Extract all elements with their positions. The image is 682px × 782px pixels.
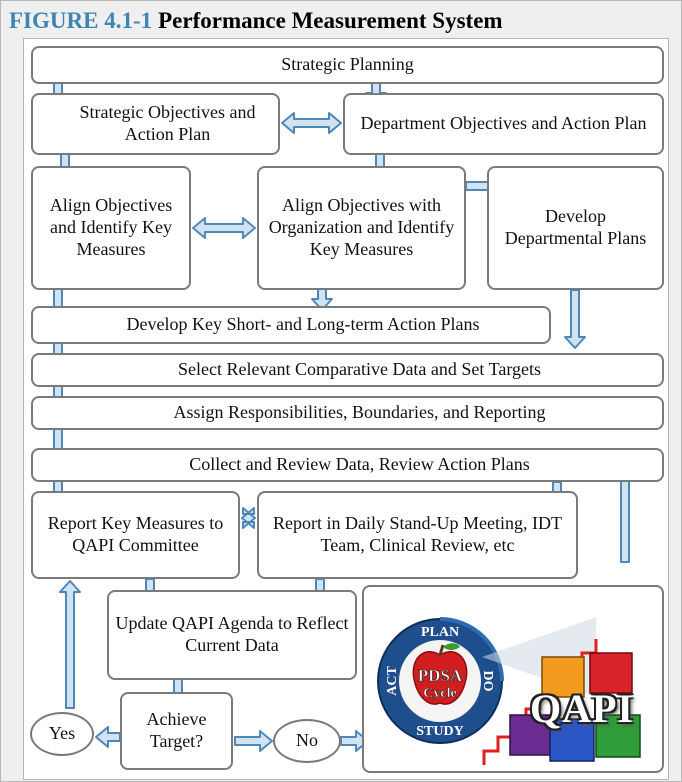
apple-icon [412, 650, 468, 705]
arrow-departmental-down [564, 289, 586, 349]
node-report-standup: Report in Daily Stand-Up Meeting, IDT Te… [257, 491, 578, 579]
node-assign-responsibilities: Assign Responsibilities, Boundaries, and… [31, 396, 664, 430]
cubes [509, 652, 641, 762]
node-align-organization: Align Objectives with Organization and I… [257, 166, 466, 290]
node-yes: Yes [30, 712, 94, 756]
arrow-yes-to-report [59, 580, 81, 709]
node-update-agenda: Update QAPI Agenda to Reflect Current Da… [107, 590, 357, 680]
figure-title: FIGURE 4.1-1 Performance Measurement Sys… [9, 5, 503, 37]
cube-green [595, 714, 641, 758]
node-collect-review: Collect and Review Data, Review Action P… [31, 448, 664, 482]
node-department-objectives: Department Objectives and Action Plan [343, 93, 664, 155]
node-align-objectives: Align Objectives and Identify Key Measur… [31, 166, 191, 290]
arrow-achieve-to-no [234, 730, 273, 752]
pdsa-qapi-graphic: PLAN DO STUDY ACT PDSA Cycle [377, 617, 641, 765]
node-develop-departmental: Develop Departmental Plans [487, 166, 664, 290]
apple-leaf [443, 643, 460, 650]
arrow-report-standup [241, 507, 256, 529]
arrow-strategic-department [281, 112, 342, 134]
qapi-brand: QAPI [530, 686, 634, 731]
arrow-achieve-to-yes [95, 726, 121, 748]
cube-orange [541, 656, 585, 698]
node-strategic-objectives: Strategic Objectives and Action Plan [31, 93, 280, 155]
cube-purple [509, 714, 551, 756]
cycle-label-do: DO [480, 671, 495, 692]
node-achieve-target: Achieve Target? [120, 692, 233, 770]
node-no: No [273, 719, 341, 763]
cube-red [589, 652, 633, 694]
arrow-align-organization [192, 217, 256, 239]
node-report-qapi: Report Key Measures to QAPI Committee [31, 491, 240, 579]
apple-stem [438, 644, 445, 656]
qapi-graphic-box: PLAN DO STUDY ACT PDSA Cycle QAPI [362, 585, 664, 773]
node-select-data: Select Relevant Comparative Data and Set… [31, 353, 664, 387]
figure-title-text: Performance Measurement System [158, 8, 503, 33]
cycle-label-plan: PLAN [421, 625, 459, 640]
pdsa-center-label: PDSA [418, 666, 463, 685]
cube-blue [549, 718, 595, 762]
cycle-label-study: STUDY [416, 724, 463, 739]
node-strategic-planning: Strategic Planning [31, 46, 664, 84]
figure-label: FIGURE 4.1-1 [9, 8, 153, 33]
cycle-label-act: ACT [385, 666, 400, 696]
node-develop-action-plans: Develop Key Short- and Long-term Action … [31, 306, 551, 344]
cycle-center-label: Cycle [423, 686, 456, 701]
pdsa-ring-highlight [439, 617, 504, 682]
